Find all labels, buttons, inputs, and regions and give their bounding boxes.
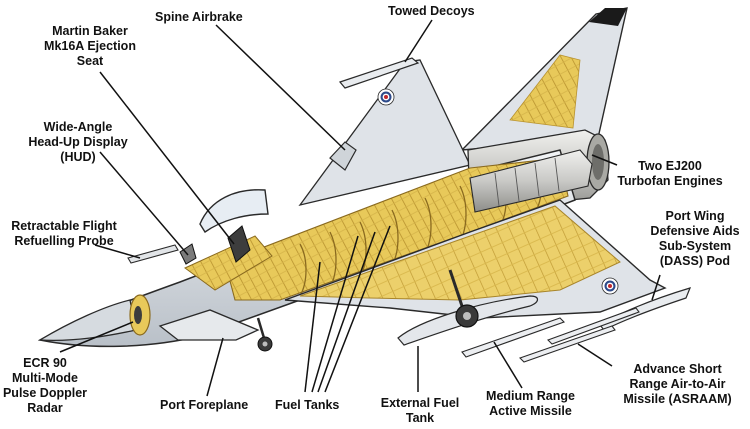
ej200-engine [469,149,593,213]
ejection-seat [227,225,251,263]
engine-bands [494,157,560,207]
port-wing-structure [299,205,621,301]
label-engines: Two EJ200 Turbofan Engines [617,159,723,188]
label-asraam: Advance Short Range Air-to-Air Missile (… [623,362,732,406]
label-fuel-tanks: Fuel Tanks [275,398,340,412]
label-foreplane: Port Foreplane [160,398,249,412]
label-towed-decoys: Towed Decoys [388,4,475,18]
fin-structure [509,54,581,129]
roundel-lower [601,277,619,295]
label-ejection-seat: Martin Baker Mk16A Ejection Seat [44,24,136,68]
radar-hub [134,306,142,324]
asraam-missile-2 [547,307,640,345]
roundel-upper [377,88,395,106]
wingtip-decoy-pod [338,57,420,89]
label-spine-airbrake: Spine Airbrake [155,10,243,24]
spine-airbrake-panel [329,141,357,171]
main-landing-gear [448,269,479,328]
label-external-tank: External Fuel Tank [380,396,460,425]
label-refuelling-probe: Retractable Flight Refuelling Probe [11,219,117,248]
label-radar: ECR 90 Multi-Mode Pulse Doppler Radar [2,356,88,415]
fin-tip [589,8,627,26]
medium-range-missile [461,317,566,358]
label-dass-pod: Port Wing Defensive Aids Sub-System (DAS… [650,209,740,268]
leader-lines [59,19,661,397]
label-hud: Wide-Angle Head-Up Display (HUD) [28,120,128,164]
port-foreplane [158,309,260,341]
canopy [199,189,269,233]
label-medium-missile: Medium Range Active Missile [486,389,575,418]
engine-exhaust-inner [592,144,604,180]
refuelling-probe [127,244,179,264]
nose-landing-gear [256,317,273,352]
asraam-missile [518,325,616,363]
